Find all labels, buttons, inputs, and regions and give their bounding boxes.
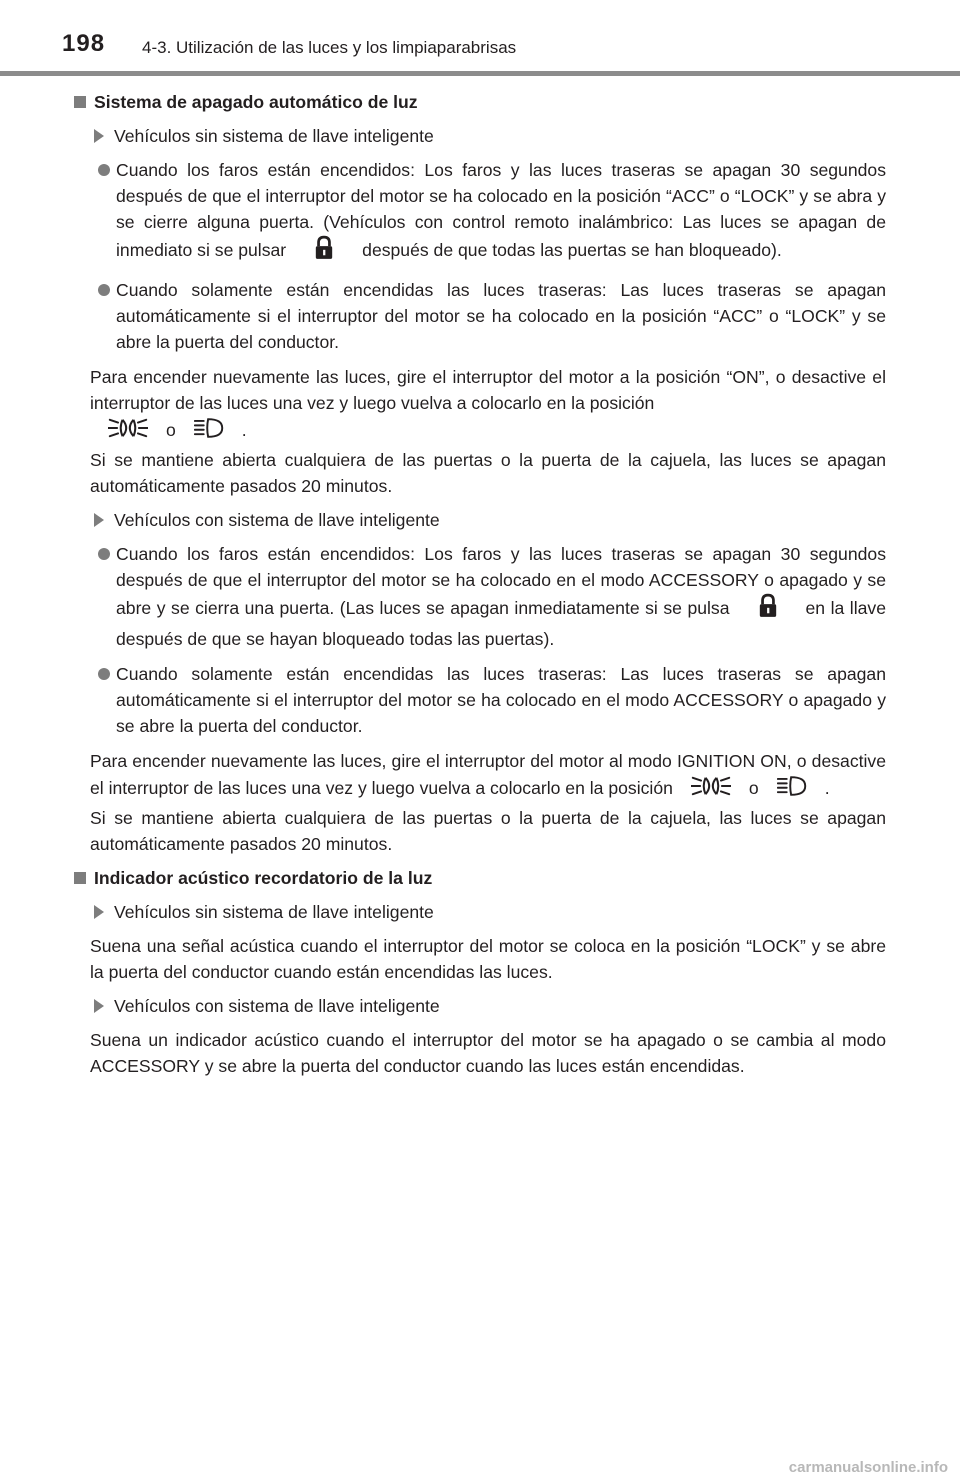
paragraph: Para encender nuevamente las luces, gire…	[90, 751, 886, 854]
headlight-icon	[194, 416, 224, 447]
triangle-marker-icon	[94, 999, 104, 1013]
square-bullet-icon	[74, 96, 86, 108]
bullet-item: Cuando los faros están encendidos: Los f…	[74, 541, 886, 652]
bullet-dot-icon	[98, 284, 110, 296]
tail-light-icon	[691, 774, 731, 805]
triangle-marker-icon	[94, 905, 104, 919]
paragraph: Suena un indicador acústico cuando el in…	[90, 1030, 886, 1076]
bullet-item: Cuando los faros están encendidos: Los f…	[74, 157, 886, 268]
paragraph: Suena una señal acústica cuando el inter…	[90, 936, 886, 982]
bullet-dot-icon	[98, 164, 110, 176]
bullet-item: Cuando solamente están encendidas las lu…	[74, 277, 886, 355]
bullet-dot-icon	[98, 548, 110, 560]
chapter-title: 4-3. Utilización de las luces y los limp…	[142, 38, 517, 57]
bullet-dot-icon	[98, 668, 110, 680]
section-heading-reminder: Indicador acústico recordatorio de la lu…	[74, 865, 886, 891]
subsection-no-smart-key: Vehículos sin sistema de llave inteligen…	[94, 123, 886, 149]
watermark: carmanualsonline.info	[788, 1459, 948, 1476]
lock-icon	[758, 593, 778, 626]
triangle-marker-icon	[94, 513, 104, 527]
header-rule	[0, 71, 960, 76]
square-bullet-icon	[74, 872, 86, 884]
subsection-smart-key: Vehículos con sistema de llave inteligen…	[94, 507, 886, 533]
bullet-item: Cuando solamente están encendidas las lu…	[74, 661, 886, 739]
paragraph: Para encender nuevamente las luces, gire…	[90, 367, 886, 496]
tail-light-icon	[108, 416, 148, 447]
lock-icon	[314, 235, 334, 268]
page-number: 198	[62, 30, 106, 57]
subsection-no-smart-key: Vehículos sin sistema de llave inteligen…	[94, 899, 886, 925]
section-heading-auto-off: Sistema de apagado automático de luz	[74, 89, 886, 115]
triangle-marker-icon	[94, 129, 104, 143]
page-header: 198 4-3. Utilización de las luces y los …	[0, 0, 960, 78]
subsection-smart-key: Vehículos con sistema de llave inteligen…	[94, 993, 886, 1019]
headlight-icon	[777, 774, 807, 805]
page-content: Sistema de apagado automático de luz Veh…	[74, 84, 886, 1087]
